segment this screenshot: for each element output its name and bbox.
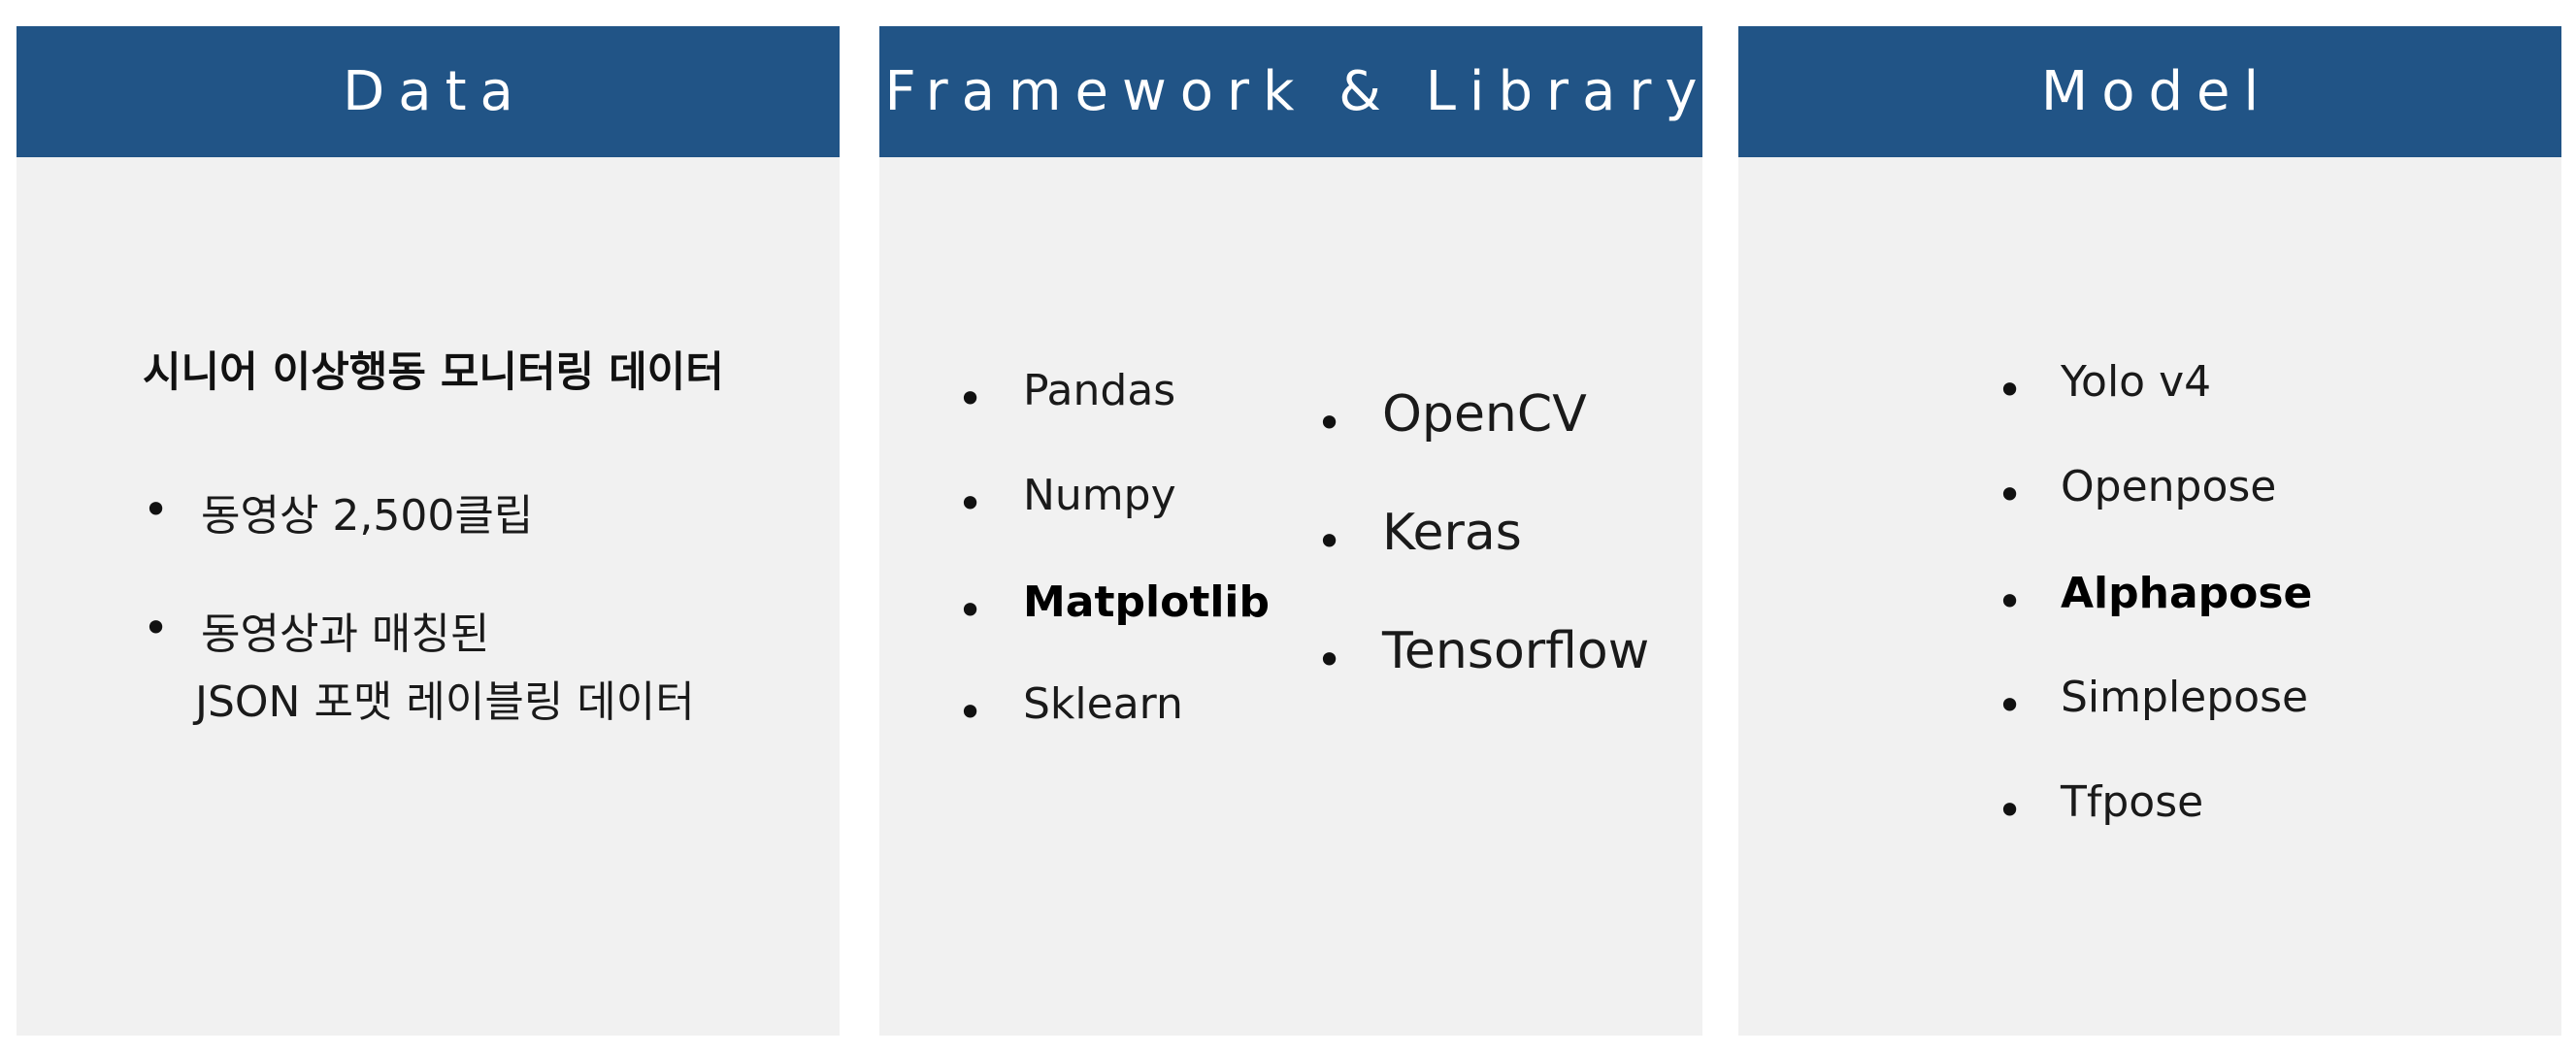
- bullet-icon: •: [1997, 469, 2024, 521]
- bullet-icon: •: [1316, 397, 1343, 449]
- bullet-icon: •: [1997, 784, 2024, 837]
- data-item-text-line2: JSON 포맷 레이블링 데이터: [195, 677, 695, 727]
- model-item-openpose: Openpose: [2061, 462, 2277, 511]
- model-item-alphapose: Alphapose: [2061, 569, 2313, 618]
- data-title: 시니어 이상행동 모니터링 데이터: [143, 348, 724, 397]
- bullet-icon: •: [957, 478, 984, 530]
- model-header-label: Model: [2040, 60, 2273, 123]
- data-item-text: 동영상과 매칭된: [201, 609, 490, 659]
- bullet-icon: •: [957, 686, 984, 739]
- model-panel: Model • Yolo v4 • Openpose • Alphapose •…: [1738, 26, 2561, 1036]
- framework-panel-header: Framework & Library: [879, 26, 1702, 157]
- bullet-icon: •: [957, 584, 984, 637]
- bullet-icon: •: [143, 483, 170, 536]
- data-panel: Data 시니어 이상행동 모니터링 데이터 • 동영상 2,500클립 • 동…: [17, 26, 840, 1036]
- bullet-icon: •: [1997, 576, 2024, 628]
- model-panel-header: Model: [1738, 26, 2561, 157]
- framework-header-label: Framework & Library: [884, 60, 1711, 123]
- bullet-icon: •: [1316, 634, 1343, 686]
- framework-panel: Framework & Library • Pandas • Numpy • M…: [879, 26, 1702, 1036]
- data-panel-header: Data: [17, 26, 840, 157]
- bullet-icon: •: [1997, 364, 2024, 416]
- framework-item-keras: Keras: [1382, 504, 1522, 562]
- bullet-icon: •: [1997, 679, 2024, 732]
- model-item-tfpose: Tfpose: [2061, 777, 2204, 827]
- bullet-icon: •: [1316, 515, 1343, 568]
- framework-item-sklearn: Sklearn: [1023, 679, 1183, 729]
- framework-item-opencv: OpenCV: [1382, 385, 1587, 444]
- bullet-icon: •: [143, 602, 170, 654]
- framework-item-numpy: Numpy: [1023, 471, 1176, 520]
- bullet-icon: •: [957, 373, 984, 425]
- framework-item-tensorflow: Tensorflow: [1382, 622, 1650, 680]
- model-item-simplepose: Simplepose: [2061, 673, 2309, 722]
- framework-item-pandas: Pandas: [1023, 366, 1176, 415]
- framework-item-matplotlib: Matplotlib: [1023, 577, 1271, 627]
- data-item-text: 동영상 2,500클립: [201, 491, 534, 541]
- data-header-label: Data: [343, 60, 527, 123]
- model-item-yolo: Yolo v4: [2061, 357, 2212, 407]
